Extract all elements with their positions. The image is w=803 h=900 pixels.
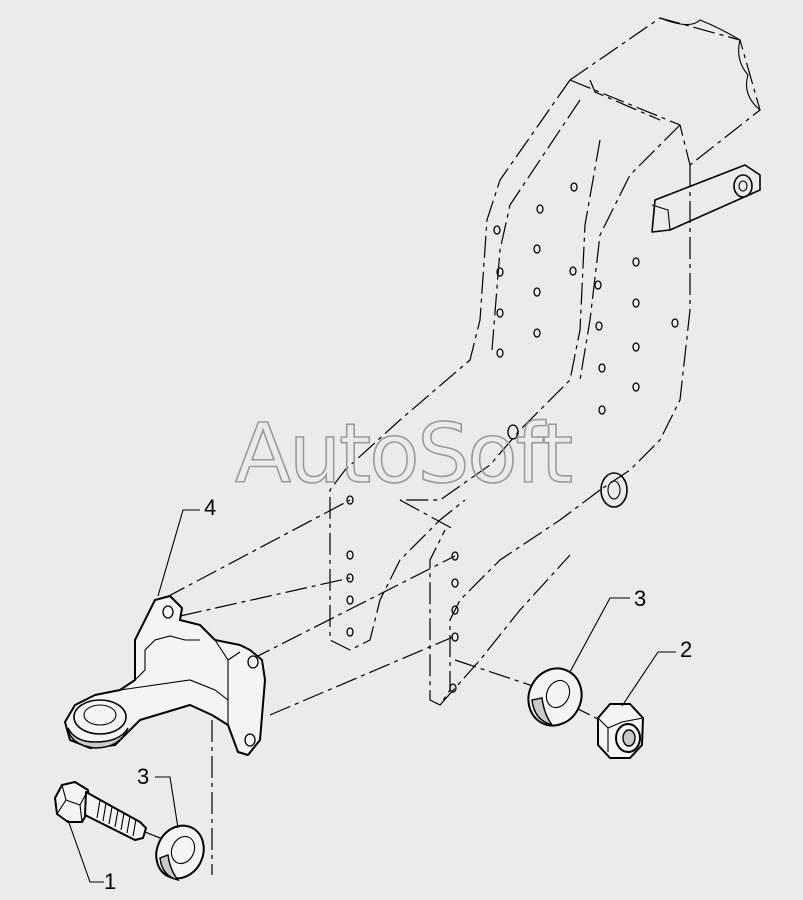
washer-icon: [527, 667, 583, 727]
svg-text:3: 3: [634, 586, 646, 611]
callout-1: 1: [67, 819, 116, 894]
svg-text:2: 2: [680, 637, 692, 662]
svg-text:4: 4: [204, 495, 216, 520]
bolt-icon: [54, 781, 147, 841]
svg-text:1: 1: [104, 869, 116, 894]
washer-icon: [155, 824, 205, 882]
tow-eye-bracket-icon: [64, 595, 266, 756]
svg-text:3: 3: [137, 764, 149, 789]
callout-3: 3: [137, 764, 179, 829]
frame-holes: [346, 182, 679, 693]
nut-icon: [597, 703, 644, 759]
frame-member-icon: [329, 17, 761, 706]
callout-2: 2: [621, 637, 692, 707]
callout-4: 4: [157, 495, 216, 597]
callout-3: 3: [569, 586, 646, 673]
watermark-text: AutoSoft: [235, 407, 572, 502]
cross-bar: [651, 164, 761, 233]
